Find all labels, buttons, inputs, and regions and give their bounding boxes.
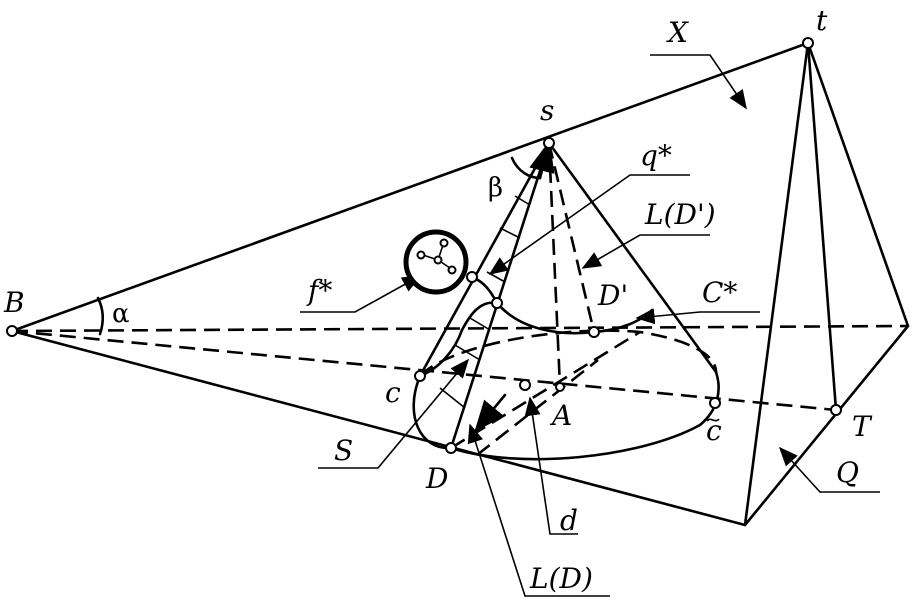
cone-side-right bbox=[547, 141, 718, 374]
plane-edge-t-right bbox=[806, 41, 910, 328]
plane-edge-B-t bbox=[10, 41, 810, 333]
point-B bbox=[6, 325, 18, 337]
leader-L-D bbox=[467, 423, 610, 597]
label-D: D bbox=[425, 462, 448, 495]
angle-alpha-arc bbox=[96, 296, 105, 336]
label-A: A bbox=[549, 399, 572, 432]
edge-t-T bbox=[806, 41, 838, 412]
label-C-star: C* bbox=[702, 276, 737, 309]
angle-beta-arc bbox=[510, 156, 542, 180]
f-star-glyph-dot2 bbox=[416, 250, 426, 260]
label-B: B bbox=[3, 286, 25, 319]
hatch-2 bbox=[454, 344, 481, 361]
point-d bbox=[519, 379, 531, 391]
curve-helix bbox=[418, 275, 499, 378]
arrow-ruling-upper bbox=[529, 140, 555, 180]
label-s: s bbox=[540, 94, 554, 127]
plane-edge-lower-right bbox=[743, 324, 910, 527]
hatch-3 bbox=[469, 317, 491, 331]
cone-line-s-D bbox=[449, 141, 551, 450]
label-d: d bbox=[560, 504, 578, 537]
cone-base-back bbox=[419, 329, 718, 377]
label-beta: β bbox=[488, 173, 503, 203]
leader-C-star bbox=[635, 308, 760, 325]
point-s bbox=[543, 137, 555, 149]
point-c-tilde bbox=[709, 397, 721, 409]
f-star-glyph-dot1 bbox=[433, 255, 443, 265]
label-Q: Q bbox=[836, 456, 859, 489]
label-alpha: α bbox=[112, 299, 130, 329]
edge-t-lower bbox=[743, 41, 810, 527]
dashed-D-Dprime bbox=[450, 330, 641, 450]
label-D-prime: D' bbox=[597, 279, 628, 312]
label-f-star: f* bbox=[306, 274, 332, 307]
label-T: T bbox=[852, 410, 873, 443]
cone-side-left bbox=[418, 141, 551, 378]
point-T bbox=[830, 404, 842, 416]
point-c bbox=[414, 370, 426, 382]
label-S: S bbox=[334, 434, 353, 467]
leader-X bbox=[650, 54, 747, 110]
label-X: X bbox=[666, 16, 689, 49]
leader-L-Dprime bbox=[581, 234, 710, 269]
dashed-B-right bbox=[11, 324, 909, 333]
plane-edge-B-lower bbox=[10, 329, 747, 527]
hatch-1 bbox=[439, 387, 466, 409]
leader-d bbox=[524, 396, 578, 535]
label-L-Dprime: L(D') bbox=[644, 198, 716, 231]
point-A bbox=[555, 382, 565, 392]
label-c: c bbox=[385, 376, 401, 409]
hatch-6 bbox=[514, 195, 531, 206]
hatch-5 bbox=[499, 227, 521, 239]
arrow-ruling-lower bbox=[474, 393, 507, 433]
label-q-star: q* bbox=[640, 139, 672, 172]
leader-Q bbox=[778, 446, 880, 493]
point-curve-mid bbox=[491, 297, 503, 309]
f-star-glyph-dot4 bbox=[447, 265, 457, 275]
leader-f-star bbox=[300, 275, 422, 313]
leader-q-star bbox=[488, 174, 690, 275]
point-D bbox=[445, 442, 457, 454]
label-c-tilde: c bbox=[706, 414, 722, 447]
point-D-prime bbox=[588, 326, 600, 338]
point-f-star-tip bbox=[466, 271, 478, 283]
dashed-s-A bbox=[547, 142, 562, 388]
label-L-D: L(D) bbox=[529, 562, 593, 595]
label-t: t bbox=[816, 4, 828, 37]
dashed-s-Dprime bbox=[547, 142, 596, 333]
leader-S bbox=[318, 358, 470, 469]
f-star-glyph-dot3 bbox=[439, 238, 449, 248]
tilde-mark bbox=[706, 418, 720, 422]
cone-base-front bbox=[412, 370, 720, 461]
point-t bbox=[802, 37, 814, 49]
